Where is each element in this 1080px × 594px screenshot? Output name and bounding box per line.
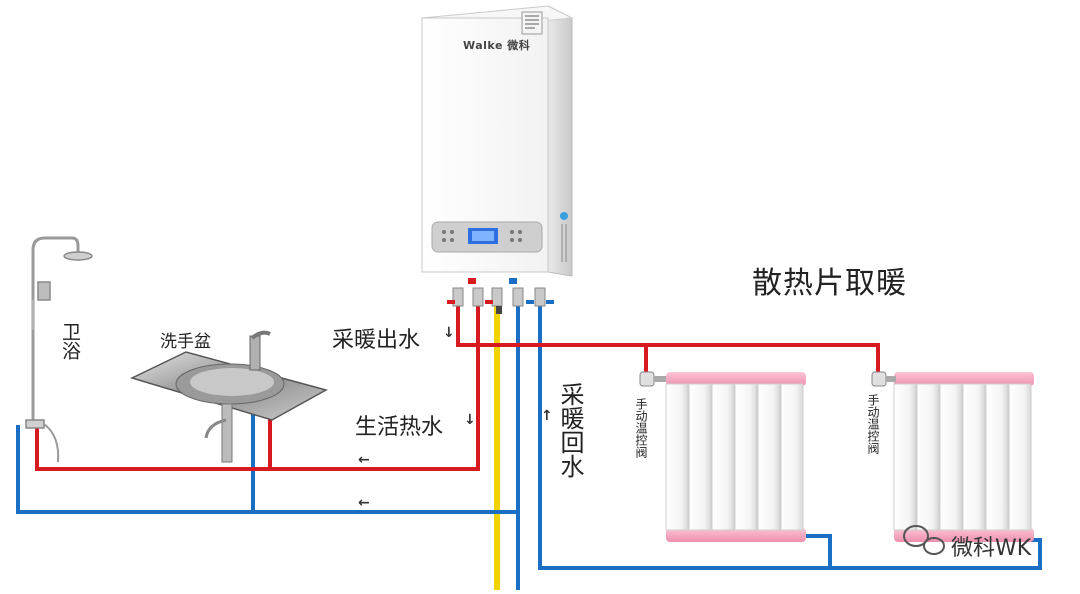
domestic-hot-arrow: ↓: [464, 412, 476, 428]
heating-out-label: 采暖出水: [332, 328, 421, 353]
radiator-icon: [639, 371, 806, 542]
bathroom-label: 卫浴: [59, 322, 81, 360]
thermostatic-valve-label-2: 手动温控阀: [866, 394, 880, 454]
sink-icon: [129, 330, 328, 463]
rain-shower-icon: [25, 236, 93, 463]
wash-basin-label: 洗手盆: [160, 332, 211, 352]
wechat-logo-icon: [903, 525, 945, 555]
heating-out-arrow: ↓: [443, 325, 455, 341]
diagram-title: 散热片取暖: [752, 266, 907, 301]
upper-return-arrow: ←: [358, 452, 370, 468]
heating-return-arrow: ↑: [541, 408, 553, 424]
heating-return-label: 采暖回水: [556, 382, 584, 478]
radiator-icon: [871, 371, 1034, 542]
watermark-text: 微科WK: [951, 536, 1032, 561]
lower-return-arrow: ←: [358, 495, 370, 511]
domestic-hot-water-label: 生活热水: [355, 415, 444, 440]
brand-logo: Walke 微科: [463, 39, 531, 52]
water-heater-icon: [420, 5, 574, 314]
thermostatic-valve-label-1: 手动温控阀: [634, 398, 648, 458]
